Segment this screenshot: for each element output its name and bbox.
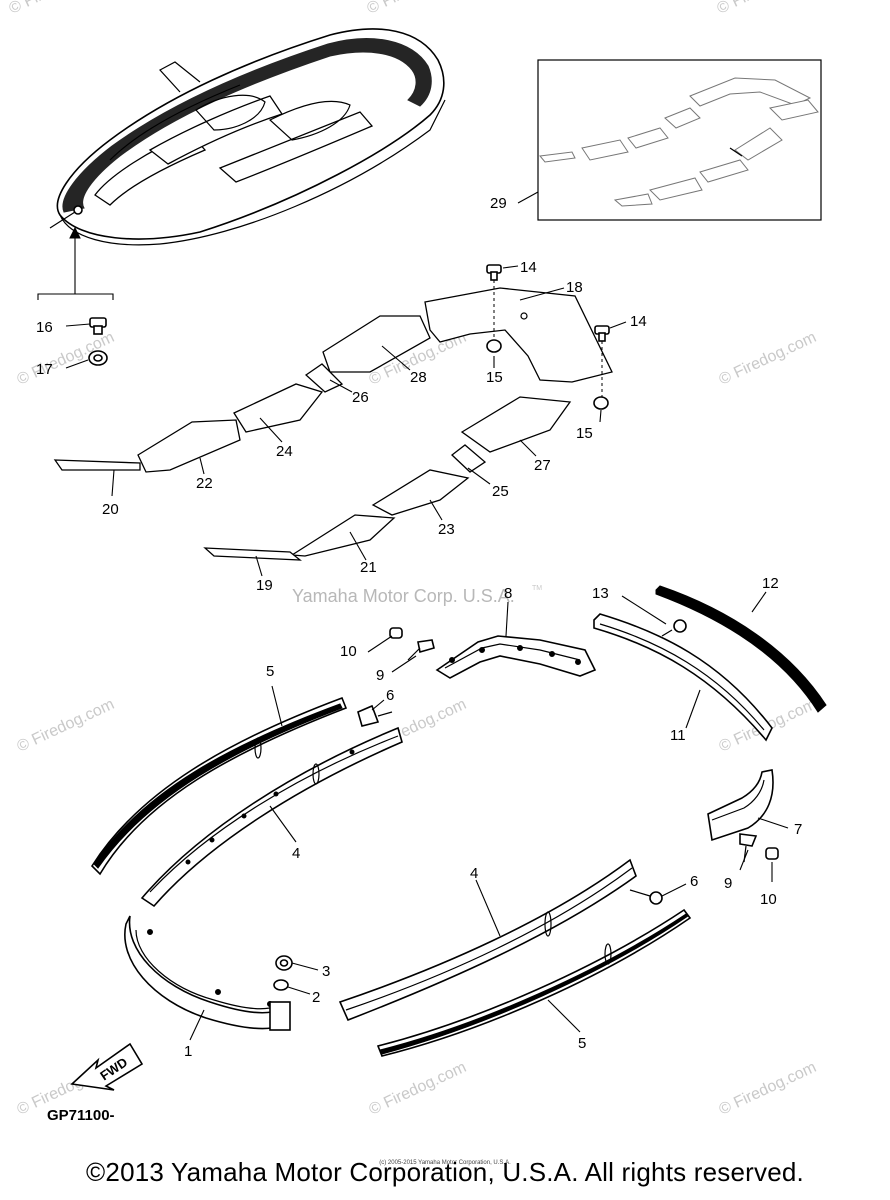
callout-17: 17 — [36, 361, 53, 378]
footer-copyright: ©2013 Yamaha Motor Corporation, U.S.A. A… — [86, 1157, 804, 1187]
callout-13: 13 — [592, 585, 609, 602]
part-6-upper-screw — [357, 704, 393, 727]
callout-15b: 15 — [576, 425, 593, 442]
fwd-arrow: FWD — [70, 1042, 144, 1091]
part-17-nut — [65, 350, 108, 369]
callout-4b: 4 — [470, 865, 478, 882]
watermark-top-left: © Firedog.com — [7, 0, 109, 18]
callout-22: 22 — [196, 475, 213, 492]
part-1-bow-guard — [124, 915, 291, 1031]
part-5-lower-rail — [376, 908, 692, 1057]
part-12-rail — [655, 585, 827, 713]
callout-10a: 10 — [340, 643, 357, 660]
watermark-left-2: © Firedog.com — [15, 696, 117, 756]
part-2-washer — [273, 979, 289, 991]
callout-2: 2 — [312, 989, 320, 1006]
callout-27: 27 — [534, 457, 551, 474]
callout-14b: 14 — [630, 313, 647, 330]
callout-9b: 9 — [724, 875, 732, 892]
callout-9a: 9 — [376, 667, 384, 684]
part-25-mat — [450, 444, 487, 473]
part-21-mat — [290, 514, 396, 557]
callout-5b: 5 — [578, 1035, 586, 1052]
callout-1: 1 — [184, 1043, 192, 1060]
leader-lines — [111, 287, 789, 1041]
callout-6b: 6 — [690, 873, 698, 890]
part-22-mat — [137, 419, 241, 473]
callout-18: 18 — [566, 279, 583, 296]
part-24-mat — [233, 383, 324, 433]
part-5-upper-rail — [90, 696, 348, 876]
part-9-10-lower — [739, 833, 779, 863]
mat-assembly — [53, 287, 613, 561]
part-27-mat — [460, 396, 572, 453]
watermark-top-center: © Firedog.com — [365, 0, 467, 18]
callout-5a: 5 — [266, 663, 274, 680]
callout-6a: 6 — [386, 687, 394, 704]
part-19-mat — [203, 547, 302, 561]
callout-20: 20 — [102, 501, 119, 518]
center-watermark-tm: TM — [532, 585, 542, 592]
callout-19: 19 — [256, 577, 273, 594]
callout-10b: 10 — [760, 891, 777, 908]
callout-26: 26 — [352, 389, 369, 406]
watermark-top-right: © Firedog.com — [715, 0, 817, 18]
part-18-rear-mat — [424, 287, 613, 383]
part-4-lower-rail — [338, 858, 637, 1022]
callout-8: 8 — [504, 585, 512, 602]
bracket-16-17 — [37, 226, 114, 300]
watermark-mid-3: © Firedog.com — [367, 1059, 469, 1119]
part-4-upper-rail — [140, 726, 403, 908]
callout-12: 12 — [762, 575, 779, 592]
center-watermark: Yamaha Motor Corp. U.S.A. — [292, 586, 515, 606]
callout-7: 7 — [794, 821, 802, 838]
callout-15a: 15 — [486, 369, 503, 386]
part-6-lower-screw — [629, 889, 663, 905]
part-26-mat — [304, 363, 344, 393]
small-copyright: (c) 2005-2015 Yamaha Motor Corporation, … — [379, 1160, 511, 1166]
part-3-nut — [275, 955, 293, 971]
watermark-right-1: © Firedog.com — [717, 329, 819, 389]
watermark-right-3: © Firedog.com — [717, 1059, 819, 1119]
callout-4a: 4 — [292, 845, 300, 862]
diagram-code: GP71100- — [47, 1107, 115, 1124]
watercraft-illustration — [49, 28, 446, 246]
callout-14a: 14 — [520, 259, 537, 276]
callout-16: 16 — [36, 319, 53, 336]
callout-21: 21 — [360, 559, 377, 576]
part-16-bolt — [65, 317, 107, 335]
callout-29: 29 — [490, 195, 507, 212]
callout-labels: 16 17 29 14 18 14 15 28 26 15 24 27 22 2… — [36, 195, 802, 1060]
inset-29 — [517, 59, 822, 221]
callout-28: 28 — [410, 369, 427, 386]
callout-23: 23 — [438, 521, 455, 538]
part-8-bracket — [435, 635, 597, 679]
part-10-9-upper — [389, 627, 435, 661]
part-20-mat — [53, 459, 141, 471]
part-7-corner — [707, 769, 774, 842]
part-11-rail — [593, 613, 773, 742]
callout-11: 11 — [670, 727, 686, 744]
part-23-mat — [371, 469, 470, 516]
callout-25: 25 — [492, 483, 509, 500]
callout-3: 3 — [322, 963, 330, 980]
mat-fasteners — [486, 264, 627, 410]
part-13-screw — [661, 619, 687, 637]
callout-24: 24 — [276, 443, 293, 460]
